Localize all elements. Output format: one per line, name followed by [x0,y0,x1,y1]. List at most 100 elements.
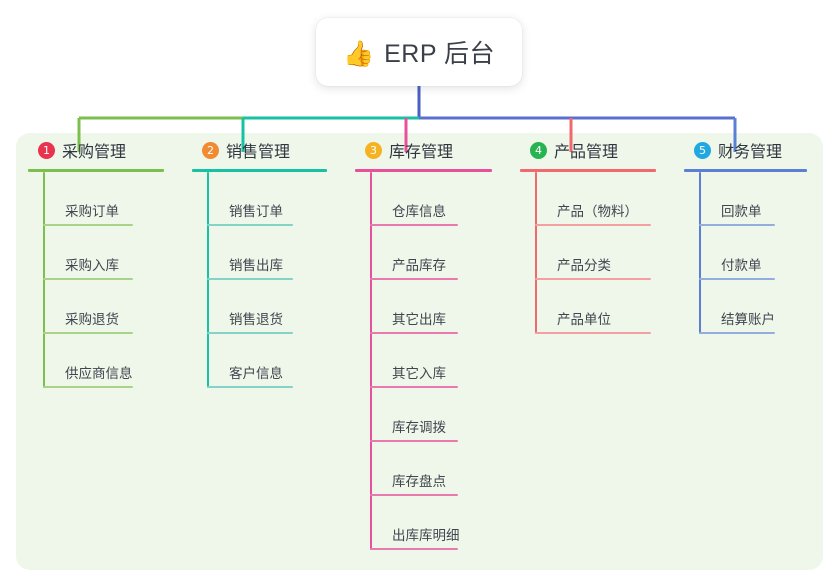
branch-item-label: 产品单位 [557,312,611,328]
branch-item[interactable]: 产品（物料） [535,172,672,226]
branch-column-4: 4 产品管理产品（物料） 产品分类产品单位 [508,133,672,334]
branch-item-label: 仓库信息 [392,204,446,220]
branch-item-label: 产品库存 [392,258,446,274]
branch-spine [535,172,537,334]
branch-item-underline [43,278,133,280]
branch-item[interactable]: 仓库信息 [370,172,508,226]
branch-item[interactable]: 回款单 [699,172,823,226]
branch-item-list: 采购订单采购入库采购退货供应商信息 [43,172,180,388]
branch-item-label: 库存调拨 [392,420,446,436]
branch-item-underline [207,386,293,388]
branch-header-3[interactable]: 3 库存管理 [343,133,508,167]
branch-number-badge: 2 [202,141,219,159]
branch-item-list: 产品（物料） 产品分类产品单位 [535,172,672,334]
branch-item-label: 采购订单 [65,204,119,220]
branch-item-label: 销售订单 [229,204,283,220]
root-title: ERP 后台 [384,40,496,68]
branch-item-label: 销售出库 [229,258,283,274]
branch-item[interactable]: 付款单 [699,226,823,280]
branch-column-3: 3 库存管理仓库信息产品库存其它出库其它入库库存调拨库存盘点出库库明细 [343,133,508,550]
branch-item-underline [370,440,458,442]
branch-number-badge: 5 [694,141,711,159]
branch-title: 采购管理 [62,144,127,161]
branch-title: 财务管理 [718,144,783,161]
branch-item[interactable]: 库存盘点 [370,442,508,496]
branch-item-underline [207,332,293,334]
branch-column-1: 1 采购管理采购订单采购入库采购退货供应商信息 [16,133,180,388]
branch-item-underline [370,548,458,550]
branch-spine [370,172,372,550]
branch-title: 产品管理 [554,144,619,161]
branch-item[interactable]: 结算账户 [699,280,823,334]
branch-item-underline [535,224,651,226]
branch-item-label: 产品分类 [557,258,611,274]
branch-item-list: 仓库信息产品库存其它出库其它入库库存调拨库存盘点出库库明细 [370,172,508,550]
branch-item[interactable]: 采购退货 [43,280,180,334]
branch-number-badge: 4 [530,141,547,159]
branch-item[interactable]: 销售订单 [207,172,343,226]
branch-spine [699,172,701,334]
branch-item[interactable]: 采购订单 [43,172,180,226]
branch-item-label: 客户信息 [229,366,283,382]
branch-item-underline [370,332,458,334]
branch-title: 库存管理 [389,144,454,161]
branch-item-label: 产品（物料） [557,204,638,220]
branch-underline [684,169,807,172]
branch-item-list: 回款单付款单结算账户 [699,172,823,334]
branch-item[interactable]: 采购入库 [43,226,180,280]
branch-item-label: 其它出库 [392,312,446,328]
branch-spine [207,172,209,388]
branch-item-underline [699,278,775,280]
branch-item[interactable]: 客户信息 [207,334,343,388]
branch-item[interactable]: 销售退货 [207,280,343,334]
branch-item-label: 采购入库 [65,258,119,274]
branch-item-underline [207,278,293,280]
branch-item-underline [370,494,458,496]
branch-item-underline [699,224,775,226]
branch-item-underline [370,386,458,388]
branch-item-label: 库存盘点 [392,474,446,490]
branch-item[interactable]: 产品库存 [370,226,508,280]
branch-header-1[interactable]: 1 采购管理 [16,133,180,167]
branch-item-underline [699,332,775,334]
branch-item-underline [370,224,458,226]
branch-item-label: 采购退货 [65,312,119,328]
branch-item-underline [535,332,651,334]
root-node[interactable]: 👍 ERP 后台 [316,18,522,86]
branch-item[interactable]: 销售出库 [207,226,343,280]
branch-item-underline [207,224,293,226]
branch-item-underline [535,278,651,280]
branch-underline [520,169,656,172]
branch-column-2: 2 销售管理销售订单销售出库销售退货客户信息 [180,133,343,388]
branch-item-label: 付款单 [721,258,762,274]
branch-header-2[interactable]: 2 销售管理 [180,133,343,167]
branch-item-underline [43,224,133,226]
branch-number-badge: 3 [365,141,382,159]
branch-title: 销售管理 [226,144,291,161]
branch-item[interactable]: 库存调拨 [370,388,508,442]
branch-item[interactable]: 产品单位 [535,280,672,334]
branches-backdrop [16,133,823,570]
branch-number-badge: 1 [38,141,55,159]
branch-header-4[interactable]: 4 产品管理 [508,133,672,167]
branch-underline [355,169,492,172]
branch-item-underline [43,332,133,334]
branch-item-label: 供应商信息 [65,366,133,382]
branch-item[interactable]: 其它出库 [370,280,508,334]
branch-item-label: 结算账户 [721,312,775,328]
branch-item-label: 其它入库 [392,366,446,382]
branch-column-5: 5 财务管理回款单付款单结算账户 [672,133,823,334]
branch-header-5[interactable]: 5 财务管理 [672,133,823,167]
branch-item-underline [370,278,458,280]
thumbs-up-icon: 👍 [342,38,375,68]
branch-spine [43,172,45,388]
branch-item-list: 销售订单销售出库销售退货客户信息 [207,172,343,388]
branch-item-underline [43,386,133,388]
branch-item-label: 回款单 [721,204,762,220]
branch-item[interactable]: 供应商信息 [43,334,180,388]
branch-item[interactable]: 其它入库 [370,334,508,388]
branch-item[interactable]: 产品分类 [535,226,672,280]
branch-underline [192,169,327,172]
branch-item[interactable]: 出库库明细 [370,496,508,550]
